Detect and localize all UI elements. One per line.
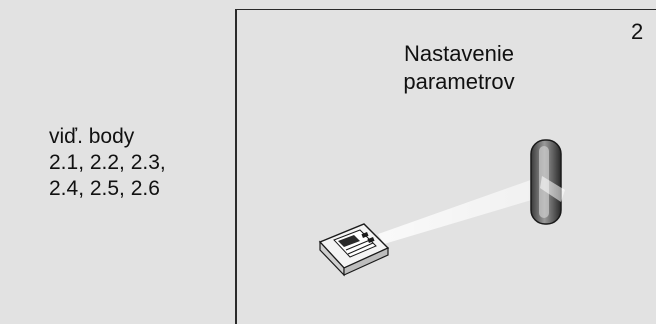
- reference-line-2: 2.1, 2.2, 2.3,: [49, 151, 166, 174]
- reference-line-3: 2.4, 2.5, 2.6: [49, 177, 160, 200]
- reference-line-1: viď. body: [49, 125, 135, 148]
- light-beam-icon: [378, 176, 565, 244]
- right-column: [237, 10, 656, 324]
- setup-illustration: [318, 139, 565, 277]
- heading-line-1: Nastavenie: [403, 41, 515, 66]
- column-divider: [235, 9, 237, 324]
- step-number: 2: [631, 19, 644, 44]
- handheld-device-icon: [318, 223, 390, 277]
- left-column: viď. body 2.1, 2.2, 2.3, 2.4, 2.5, 2.6: [0, 0, 235, 324]
- heading-line-2: parametrov: [403, 69, 515, 94]
- step-heading: Nastavenie parametrov: [384, 40, 534, 96]
- reference-text: viď. body 2.1, 2.2, 2.3, 2.4, 2.5, 2.6: [49, 124, 166, 202]
- reflector-icon: [530, 139, 565, 225]
- top-border: [237, 9, 656, 10]
